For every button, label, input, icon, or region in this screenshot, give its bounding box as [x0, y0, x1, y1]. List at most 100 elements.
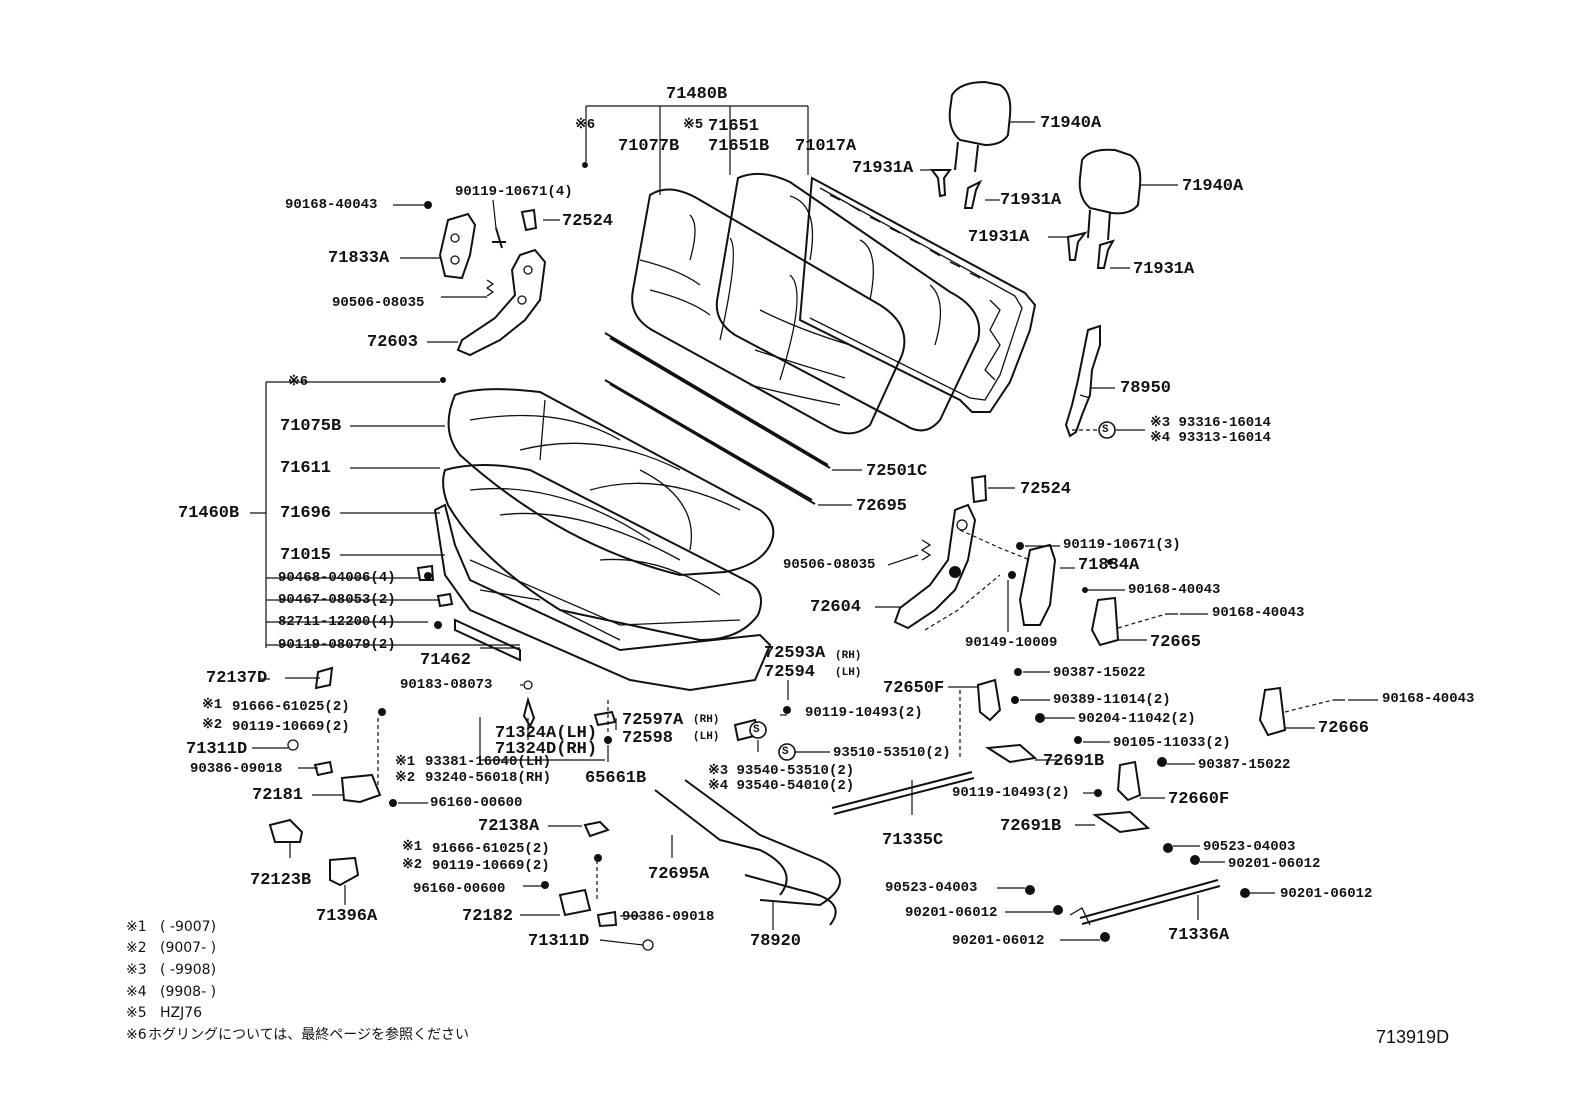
label-headrest-2: 71940A — [1182, 177, 1244, 196]
label-lc-72593A: 72593A — [764, 644, 826, 663]
label-rh-72604: 72604 — [810, 598, 862, 617]
label-lc-72597A: 72597A — [622, 711, 684, 730]
lower-left-parts — [268, 666, 397, 887]
seat-back-front-pad — [631, 188, 906, 435]
label-71017A: 71017A — [795, 137, 857, 156]
label-lc-mark-2: ※2 — [395, 770, 416, 786]
label-rl-71335C: 71335C — [882, 831, 944, 850]
label-rl-90204-11042: 90204-11042(2) — [1078, 711, 1196, 727]
seat-cushion-pad — [442, 464, 762, 642]
label-ll-mark-2: ※2 — [202, 717, 223, 733]
headrest-left — [948, 80, 1012, 173]
label-w-s-symbol-2: S — [782, 746, 789, 758]
label-seatbelt-bolt-3: ※3 93316-16014 — [1150, 415, 1271, 431]
label-ll-90119-10669: 90119-10669(2) — [232, 719, 350, 735]
label-rh-71834A: 71834A — [1078, 556, 1140, 575]
label-w-93540-53510: ※3 93540-53510(2) — [708, 763, 855, 779]
label-ll-71311D: 71311D — [186, 740, 248, 759]
label-rl-90201-06012-b: 90201-06012 — [1280, 886, 1373, 902]
label-ring-mark-6: ※6 — [288, 374, 309, 390]
rods-lower — [831, 771, 1221, 926]
label-lc-72594: 72594 — [764, 663, 816, 682]
label-lc-tag-lh-2: (LH) — [835, 667, 862, 679]
label-w-93540-54010: ※4 93540-54010(2) — [708, 778, 855, 794]
label-w-90119-10493: 90119-10493(2) — [805, 705, 923, 721]
label-lc-93381-16040: 93381-16040(LH) — [425, 754, 552, 770]
lower-center-parts — [454, 618, 796, 951]
label-72137D: 72137D — [206, 669, 268, 688]
leader-lines — [250, 105, 1378, 946]
label-rl-72650F: 72650F — [883, 679, 945, 698]
brackets-72665-72666 — [1090, 596, 1345, 737]
label-rl-72666: 72666 — [1318, 719, 1370, 738]
label-71651: 71651 — [708, 117, 760, 136]
label-rh-90168-40043-b: 90168-40043 — [1212, 605, 1305, 621]
label-seatbelt-s-symbol: S — [1102, 424, 1109, 436]
label-lh-72524: 72524 — [562, 212, 614, 231]
right-hinge — [893, 474, 1057, 631]
rods — [604, 332, 831, 505]
label-72501C: 72501C — [866, 462, 928, 481]
label-seatbelt-78950: 78950 — [1120, 379, 1172, 398]
label-rl-90523-04003-b: 90523-04003 — [885, 880, 978, 896]
label-rl-90105-11033: 90105-11033(2) — [1113, 735, 1231, 751]
note-4-text: (9908- ) — [160, 984, 217, 1000]
label-note-mark-6: ※6 — [575, 117, 596, 133]
label-lcb-96160-00600: 96160-00600 — [413, 881, 506, 897]
label-lc-tag-rh-2: (RH) — [835, 650, 862, 662]
headrest-supports — [930, 169, 1116, 269]
note-3-mark: ※3 — [126, 962, 147, 978]
label-w-93510-53510: 93510-53510(2) — [833, 745, 951, 761]
label-headrest-support-3: 71931A — [968, 228, 1030, 247]
note-5-text: HZJ76 — [160, 1005, 203, 1021]
label-71611: 71611 — [280, 459, 332, 478]
label-lcb-mark-2: ※2 — [402, 857, 423, 873]
label-lc-90183-08073: 90183-08073 — [400, 677, 493, 693]
label-seat-cushion-assembly: 71460B — [178, 504, 240, 523]
label-note-mark-5: ※5 — [683, 117, 704, 133]
label-rl-72660F: 72660F — [1168, 790, 1230, 809]
label-lc-71324A: 71324A(LH) — [495, 724, 598, 743]
label-lcb-71311D: 71311D — [528, 932, 590, 951]
label-lh-71833A: 71833A — [328, 249, 390, 268]
label-rl-90168-40043: 90168-40043 — [1382, 691, 1475, 707]
label-lcb-mark-1: ※1 — [402, 839, 423, 855]
seatbelt-78950 — [1064, 324, 1116, 439]
label-seatbelt-bolt-4: ※4 93313-16014 — [1150, 430, 1271, 446]
label-ll-72181: 72181 — [252, 786, 304, 805]
seat-cushion-top — [447, 388, 775, 577]
label-rl-90119-10493: 90119-10493(2) — [952, 785, 1070, 801]
label-90119-08079: 90119-08079(2) — [278, 637, 396, 653]
cables — [654, 779, 841, 926]
note-6-text: ホグリングについては、最終ページを参照ください — [148, 1027, 470, 1043]
label-headrest-support-2: 71931A — [1000, 191, 1062, 210]
label-headrest-1: 71940A — [1040, 114, 1102, 133]
headrest-right — [1078, 148, 1142, 241]
label-72695: 72695 — [856, 497, 908, 516]
label-headrest-support-1: 71931A — [852, 159, 914, 178]
note-4-mark: ※4 — [126, 984, 147, 1000]
label-rl-90387-15022-b: 90387-15022 — [1198, 757, 1291, 773]
label-lh-90119-10671: 90119-10671(4) — [455, 184, 573, 200]
label-lcb-78920: 78920 — [750, 932, 802, 951]
label-lcb-72138A: 72138A — [478, 817, 540, 836]
label-lcb-90119-10669: 90119-10669(2) — [432, 858, 550, 874]
label-82711-12200: 82711-12200(4) — [278, 614, 396, 630]
label-rl-90201-06012-c: 90201-06012 — [905, 905, 998, 921]
label-lcb-72695A: 72695A — [648, 865, 710, 884]
drawing-number: 713919D — [1376, 1027, 1450, 1047]
label-lcb-90386-09018: 90386-09018 — [622, 909, 715, 925]
note-5-mark: ※5 — [126, 1005, 147, 1021]
left-hinge — [424, 201, 547, 357]
label-lc-71462: 71462 — [420, 651, 472, 670]
label-71075B: 71075B — [280, 417, 342, 436]
label-ll-91666-61025: 91666-61025(2) — [232, 699, 350, 715]
label-lc-72598: 72598 — [622, 729, 674, 748]
label-rh-90168-40043-a: 90168-40043 — [1128, 582, 1221, 598]
label-rh-90119-10671: 90119-10671(3) — [1063, 537, 1181, 553]
label-71077B: 71077B — [618, 137, 680, 156]
label-lc-tag-lh-1: (LH) — [693, 731, 720, 743]
label-seat-back-assembly: 71480B — [666, 85, 728, 104]
